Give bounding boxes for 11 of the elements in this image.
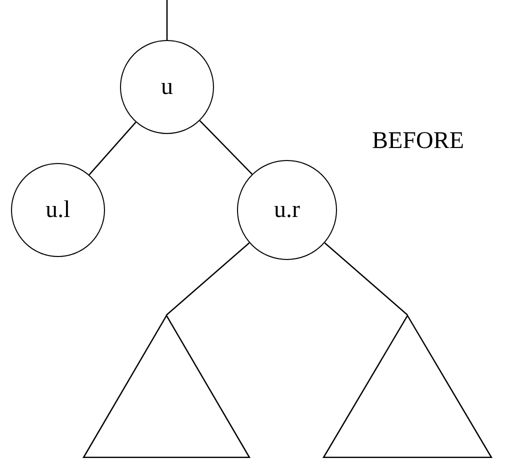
node-label: u.l [46,196,70,224]
tree-edge-line [88,122,136,176]
subtree-triangle [83,315,250,458]
subtree-triangle [323,315,492,458]
tree-edge-line [324,242,408,316]
tree-edge-line [166,0,168,40]
state-label: BEFORE [372,128,464,155]
node-label: u [161,74,173,100]
tree-edge-line [166,242,250,316]
tree-edge-line [199,120,253,175]
node-label: u.r [274,196,300,224]
